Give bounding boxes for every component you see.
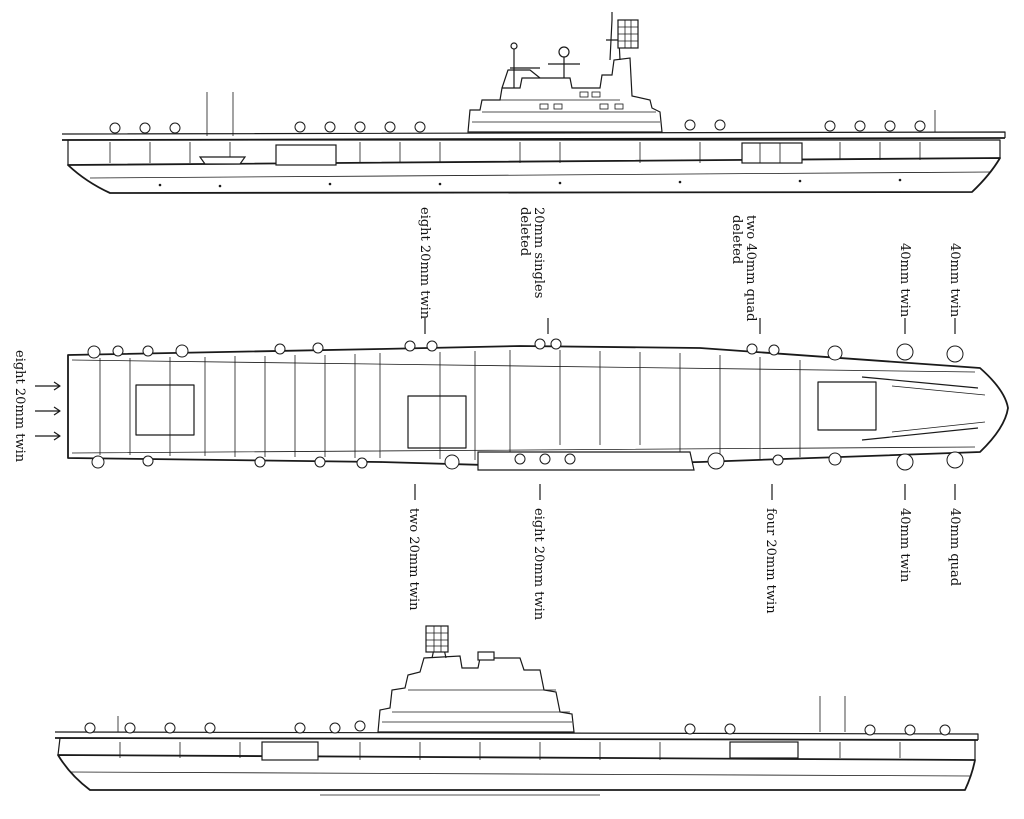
label-40mm-twin-bottom: 40mm twin xyxy=(897,508,912,583)
label-40mm-twin-top-1: 40mm twin xyxy=(897,243,912,318)
label-two-20mm-twin: two 20mm twin xyxy=(406,508,421,611)
flight-deck-plan xyxy=(35,338,1009,471)
label-eight-20mm-twin-top: eight 20mm twin xyxy=(417,207,432,320)
label-four-20mm-twin: four 20mm twin xyxy=(763,508,778,614)
label-20mm-singles-deleted: deleted xyxy=(517,207,532,256)
port-profile xyxy=(54,625,979,796)
label-40mm-twin-top-2: 40mm twin xyxy=(947,243,962,318)
label-two-40mm-quad: two 40mm quad xyxy=(743,215,758,321)
label-eight-20mm-twin-bottom: eight 20mm twin xyxy=(531,508,546,621)
label-two-40mm-quad-deleted: deleted xyxy=(729,215,744,264)
callout-leaders xyxy=(414,318,956,500)
label-20mm-singles: 20mm singles xyxy=(531,207,546,298)
label-40mm-quad: 40mm quad xyxy=(947,508,962,586)
label-eight-20mm-twin-left: eight 20mm twin xyxy=(12,350,27,463)
starboard-profile xyxy=(61,12,1006,194)
